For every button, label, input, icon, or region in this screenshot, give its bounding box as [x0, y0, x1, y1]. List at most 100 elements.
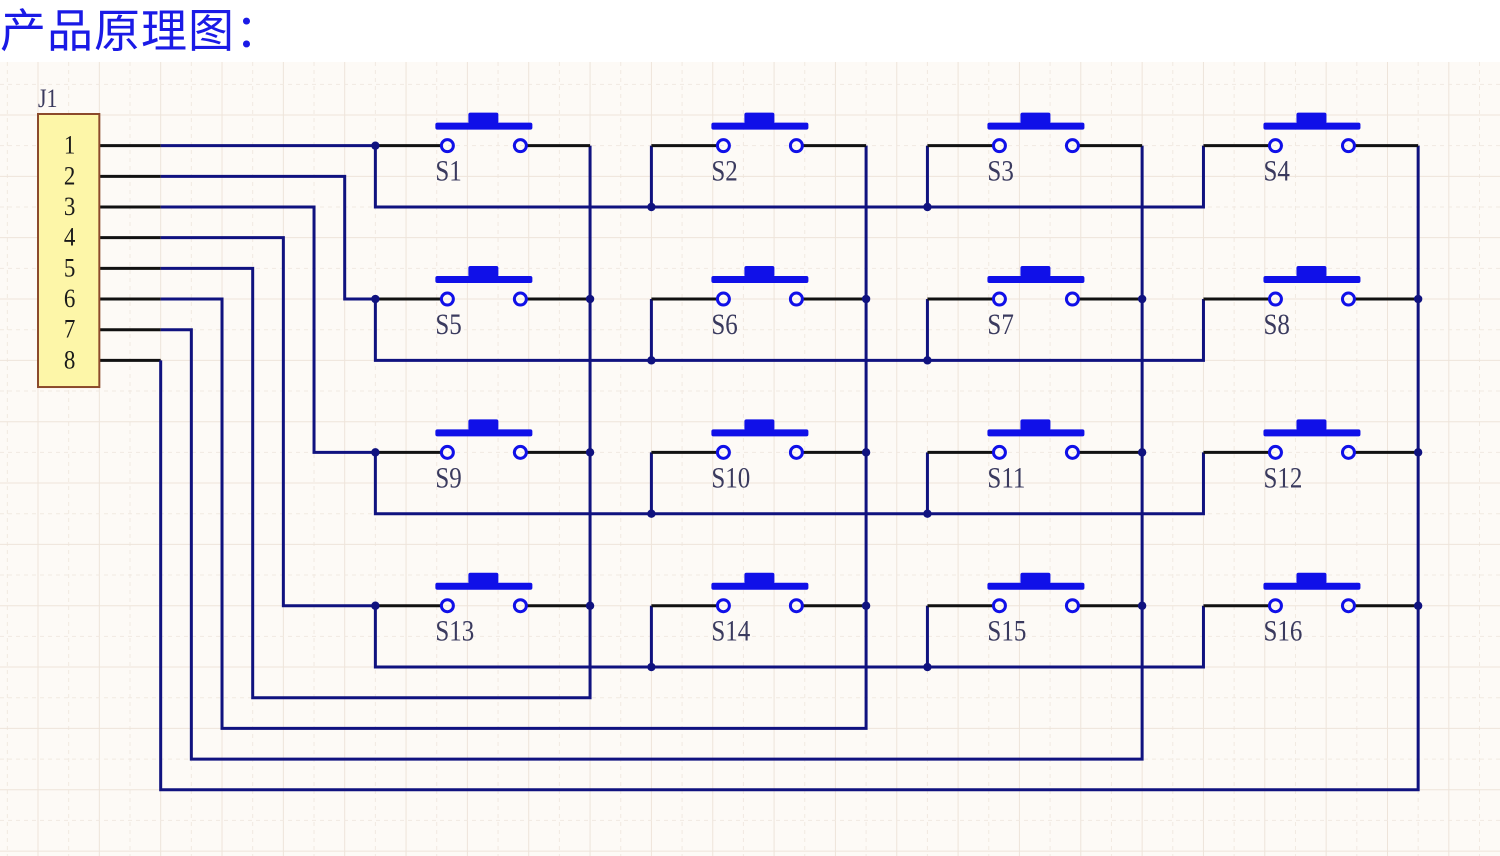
switch-ref-label: S7: [987, 307, 1014, 341]
junction-dot: [923, 509, 932, 518]
connector-pin-number: 8: [64, 346, 75, 375]
junction-dot: [861, 448, 871, 457]
switch-terminal-right: [1340, 444, 1356, 460]
row-bus-wire: [373, 605, 1205, 669]
row-net-wire: [160, 174, 376, 301]
switch-ref-label: S4: [1263, 154, 1290, 188]
switch-ref-label: S10: [711, 460, 750, 494]
connector-pin-number: 2: [64, 162, 75, 191]
switch-ref-label: S15: [987, 614, 1026, 648]
junction-dot: [923, 356, 932, 365]
junction-dot: [861, 601, 871, 610]
switch-terminal-left: [991, 291, 1007, 307]
switch-actuator-button: [1020, 572, 1051, 584]
switch-terminal-left: [1267, 444, 1283, 460]
switch-actuator-bar: [1263, 122, 1361, 130]
switch-terminal-left: [439, 444, 455, 460]
switch-terminal-right: [1064, 598, 1080, 614]
switch-actuator-bar: [435, 122, 533, 130]
junction-dot: [585, 448, 595, 457]
push-button-switch: S6: [711, 266, 809, 341]
switch-actuator-button: [744, 112, 775, 124]
switch-actuator-bar: [435, 582, 533, 590]
push-button-switch: S12: [1263, 419, 1361, 494]
switch-ref-label: S12: [1263, 460, 1302, 494]
switch-actuator-button: [744, 572, 775, 584]
switch-terminal-left: [439, 598, 455, 614]
junction-dot: [371, 141, 380, 150]
switch-terminal-right: [512, 444, 528, 460]
push-button-switch: S1: [435, 112, 533, 187]
push-button-switch: S14: [711, 572, 809, 647]
switch-ref-label: S9: [435, 460, 461, 494]
switch-terminal-left: [715, 444, 731, 460]
junction-dot: [923, 662, 932, 672]
connector-pin-number: 7: [64, 315, 75, 344]
push-button-switch: S2: [711, 112, 809, 188]
switch-actuator-button: [1296, 419, 1327, 431]
row-net-wire: [160, 205, 376, 454]
switch-terminal-right: [1340, 291, 1356, 307]
switch-actuator-bar: [1263, 582, 1361, 590]
switch-ref-label: S13: [435, 614, 474, 648]
switch-ref-label: S8: [1263, 307, 1289, 341]
sheet-background: [0, 62, 1500, 856]
junction-dot: [647, 509, 656, 518]
switch-actuator-button: [468, 112, 499, 124]
sheet-area: [0, 62, 1500, 856]
switch-actuator-button: [1296, 112, 1327, 124]
switch-actuator-button: [468, 572, 499, 584]
switch-terminal-left: [991, 444, 1007, 460]
push-button-switch: S4: [1263, 112, 1361, 188]
switch-actuator-button: [1296, 572, 1327, 584]
switch-terminal-right: [1064, 291, 1080, 307]
junction-dot: [1413, 601, 1423, 610]
junctions: [371, 141, 1423, 672]
switch-terminal-left: [715, 598, 731, 614]
row-net-wire: [160, 236, 376, 608]
switch-ref-label: S5: [435, 307, 461, 341]
row-bus-wire: [373, 299, 1205, 362]
switch-terminal-left: [715, 138, 731, 154]
junction-dot: [371, 601, 380, 610]
push-button-switch: S7: [987, 266, 1085, 341]
connector-pin-number: 3: [64, 193, 75, 222]
switch-terminal-right: [512, 138, 528, 154]
switch-actuator-bar: [711, 582, 809, 590]
switch-actuator-bar: [435, 429, 533, 437]
connector-pin-number: 1: [64, 131, 75, 160]
switch-ref-label: S2: [711, 154, 737, 188]
switch-actuator-bar: [1263, 276, 1361, 284]
junction-dot: [923, 202, 932, 212]
switch-actuator-button: [1020, 266, 1051, 278]
connector-ref-label: J1: [38, 84, 58, 113]
switch-terminal-right: [788, 444, 804, 460]
switch-actuator-bar: [711, 276, 809, 284]
switch-actuator-button: [1020, 419, 1051, 431]
switch-actuator-button: [744, 266, 775, 278]
switch-terminal-right: [1064, 138, 1080, 154]
push-button-switch: S3: [987, 112, 1085, 187]
wires: [99, 144, 1420, 792]
switch-actuator-bar: [987, 429, 1085, 437]
switch-terminal-right: [1340, 138, 1356, 154]
push-button-switch: S11: [987, 419, 1085, 494]
connector-pin-number: 5: [64, 254, 75, 283]
switch-ref-label: S16: [1263, 614, 1302, 648]
switch-terminal-left: [1267, 598, 1283, 614]
junction-dot: [585, 294, 595, 304]
push-button-switch: S10: [711, 419, 809, 494]
connector-pin-number: 6: [64, 285, 75, 314]
connector-j1-body: [37, 113, 101, 389]
push-button-switch: S9: [435, 419, 533, 494]
switch-actuator-button: [1296, 266, 1327, 278]
switch-actuator-button: [1020, 112, 1051, 124]
column-net-wire: [160, 145, 1144, 761]
switch-terminal-right: [512, 598, 528, 614]
switch-actuator-bar: [987, 276, 1085, 284]
push-button-switch: S15: [987, 572, 1085, 648]
switch-terminal-right: [1340, 598, 1356, 614]
push-button-switch: S13: [435, 572, 533, 648]
row-bus-wire: [373, 452, 1205, 516]
